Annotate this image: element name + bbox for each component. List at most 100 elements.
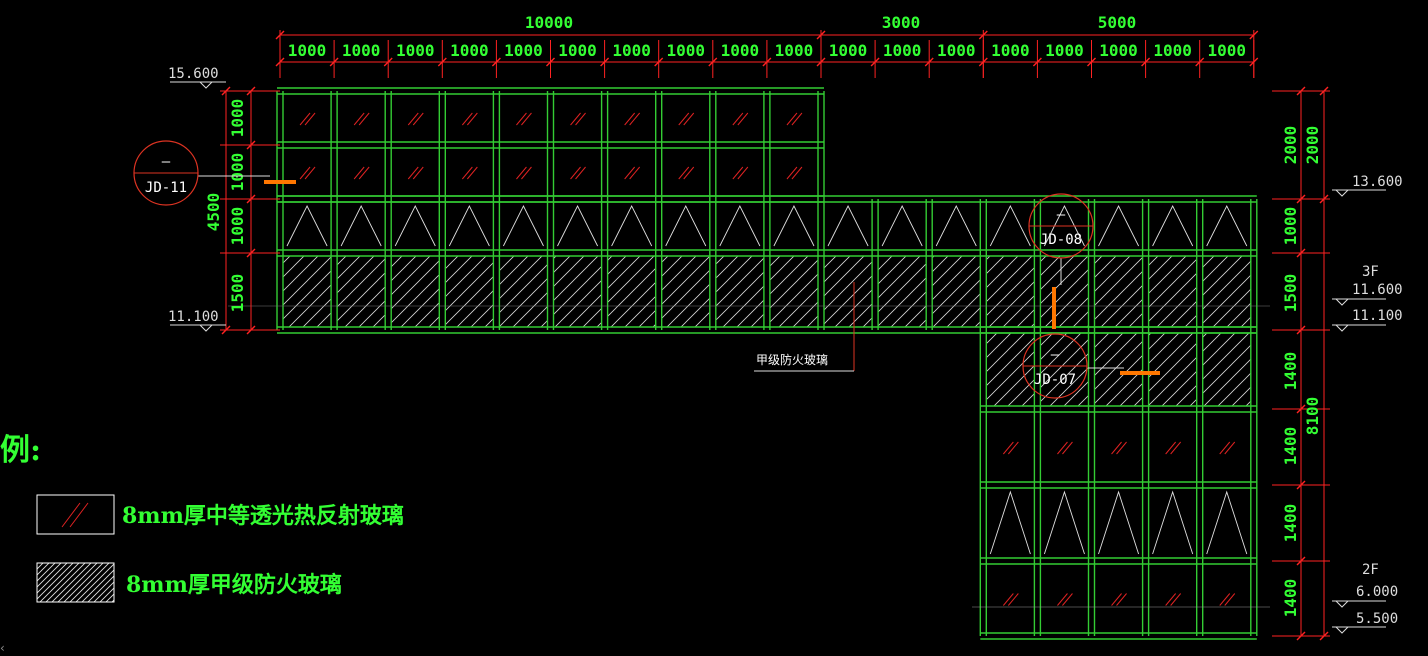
panel-upper-r0-c2 <box>407 112 424 126</box>
dim-bay-15: 1000 <box>1045 41 1084 60</box>
panel-upper-r0-c7 <box>678 112 695 126</box>
tag-jd08-id: JD-08 <box>1040 232 1082 248</box>
panel-right-r3-c3 <box>1165 593 1182 606</box>
legend-swatch-fire <box>36 562 115 603</box>
tag-jd07[interactable]: – JD-07 <box>1022 333 1088 399</box>
panel-mid-fire-c6 <box>607 256 656 327</box>
dim-left-row-2: 1000 <box>228 153 247 192</box>
level-text-right-2f: 6.000 <box>1356 584 1398 600</box>
tag-jd08-top: – <box>1057 207 1066 223</box>
level-left-bottom: 11.100 <box>168 309 226 332</box>
dim-bay-1: 1000 <box>288 41 327 60</box>
dim-bay-12: 1000 <box>883 41 922 60</box>
panel-mid-fire-c16 <box>1148 256 1197 327</box>
frame-upper <box>276 87 825 203</box>
connector-jd08 <box>1052 287 1056 329</box>
level-2f-label: 2F <box>1362 562 1379 578</box>
level-3f-label: 3F <box>1362 264 1379 280</box>
dim-bay-3: 1000 <box>396 41 435 60</box>
panel-mid-tri-c9 <box>773 204 815 247</box>
dim-bay-7: 1000 <box>612 41 651 60</box>
legend-swatch-reflective <box>36 494 115 535</box>
tag-jd07-top: – <box>1051 347 1060 363</box>
panel-mid-fire-c10 <box>824 256 873 327</box>
frame-right <box>979 326 1258 640</box>
tag-jd07-id: JD-07 <box>1034 372 1076 388</box>
top-bay-dims: 1000 1000 1000 1000 1000 1000 1000 1000 1000 1000… <box>288 41 1246 60</box>
panel-right-r2-c1 <box>1043 490 1085 555</box>
panel-upper-r0-c9 <box>786 112 803 126</box>
tag-jd11-top: – <box>162 154 171 170</box>
legend: 例: 8mm厚中等透光热反射玻璃 8mm厚甲级防火玻璃 <box>0 433 404 603</box>
callout-label: 甲级防火玻璃 <box>756 352 828 367</box>
panel-mid-tri-c17 <box>1206 204 1248 247</box>
panel-mid-tri-c11 <box>881 204 923 247</box>
panel-upper-r1-c0 <box>299 166 316 180</box>
panel-right-r0-c0 <box>986 333 1035 406</box>
dim-overall-3: 5000 <box>1098 13 1137 32</box>
panel-upper-r0-c4 <box>516 112 532 126</box>
dim-right-upper-outer: 2000 <box>1281 126 1300 165</box>
dim-bay-17: 1000 <box>1153 41 1192 60</box>
dim-bay-2: 1000 <box>342 41 381 60</box>
panel-upper-r1-c4 <box>516 166 532 180</box>
panel-upper-r1-c3 <box>461 166 478 180</box>
dim-right-row-4: 1400 <box>1281 427 1300 466</box>
dim-overall-1: 10000 <box>525 13 573 32</box>
panel-upper-r0-c8 <box>732 112 749 126</box>
dim-left-row-1: 1000 <box>228 99 247 138</box>
panel-mid-fire-c17 <box>1202 256 1251 327</box>
dim-left-row-3: 1000 <box>228 207 247 246</box>
panel-upper-r1-c2 <box>407 166 424 180</box>
panel-right-r2-c0 <box>989 490 1031 555</box>
panel-mid-fire-c4 <box>499 256 548 327</box>
legend-item-fire: 8mm厚甲级防火玻璃 <box>126 572 342 598</box>
curtain-wall-frames <box>276 87 1258 640</box>
panel-mid-tri-c2 <box>394 204 436 247</box>
panel-mid-tri-c0 <box>286 204 328 247</box>
panel-upper-r1-c8 <box>732 166 749 180</box>
dim-bay-4: 1000 <box>450 41 489 60</box>
panel-right-r1-c3 <box>1165 441 1182 455</box>
dim-right-row-5: 1400 <box>1281 504 1300 543</box>
panel-mid-tri-c6 <box>611 204 653 247</box>
dim-bay-14: 1000 <box>991 41 1030 60</box>
left-dims: 4500 1000 1000 1000 1500 <box>204 99 247 313</box>
level-left-top: 15.600 <box>168 66 226 89</box>
dim-right-row-1: 1000 <box>1281 207 1300 246</box>
panel-right-r2-c3 <box>1152 490 1194 555</box>
dim-right-row-2: 1500 <box>1281 274 1300 313</box>
legend-title: 例: <box>0 433 41 468</box>
level-text-right-bottom: 5.500 <box>1356 611 1398 627</box>
panel-right-r1-c1 <box>1057 441 1073 455</box>
level-right-3f: 3F 11.600 <box>1332 264 1403 306</box>
level-text-right-2: 11.100 <box>1352 308 1403 324</box>
panel-mid-fire-c2 <box>391 256 440 327</box>
panel-mid-fire-c14 <box>1040 256 1089 327</box>
right-dims: 2000 2000 1000 1500 1400 1400 1400 1400 … <box>1281 126 1322 618</box>
tag-jd11-id: JD-11 <box>145 180 187 196</box>
panel-right-r0-c2 <box>1094 333 1143 406</box>
panel-mid-fire-c11 <box>878 256 927 327</box>
panel-upper-r1-c6 <box>624 166 641 180</box>
dim-overall-2: 3000 <box>882 13 921 32</box>
panel-mid-fire-c3 <box>445 256 494 327</box>
panel-upper-r1-c7 <box>678 166 695 180</box>
top-overall-dims: 10000 3000 5000 <box>525 13 1136 32</box>
panel-mid-tri-c5 <box>557 204 599 247</box>
dim-bay-13: 1000 <box>937 41 976 60</box>
connector-jd11 <box>264 180 296 184</box>
level-markers: 15.600 11.100 13.600 3F 11.600 11.100 2F <box>168 66 1403 634</box>
panel-mid-tri-c7 <box>665 204 707 247</box>
level-right-1: 13.600 <box>1332 174 1403 197</box>
panel-mid-fire-c0 <box>283 256 332 327</box>
tag-jd11[interactable]: – JD-11 <box>133 140 199 206</box>
tag-jd08[interactable]: – JD-08 <box>1028 193 1094 259</box>
panel-right-r2-c2 <box>1098 490 1140 555</box>
panel-mid-tri-c8 <box>719 204 761 247</box>
panel-mid-tri-c15 <box>1098 204 1140 247</box>
panel-mid-tri-c13 <box>989 204 1031 247</box>
panel-mid-fire-c8 <box>715 256 764 327</box>
panel-mid-fire-c7 <box>661 256 710 327</box>
panel-upper-r0-c0 <box>299 112 316 126</box>
